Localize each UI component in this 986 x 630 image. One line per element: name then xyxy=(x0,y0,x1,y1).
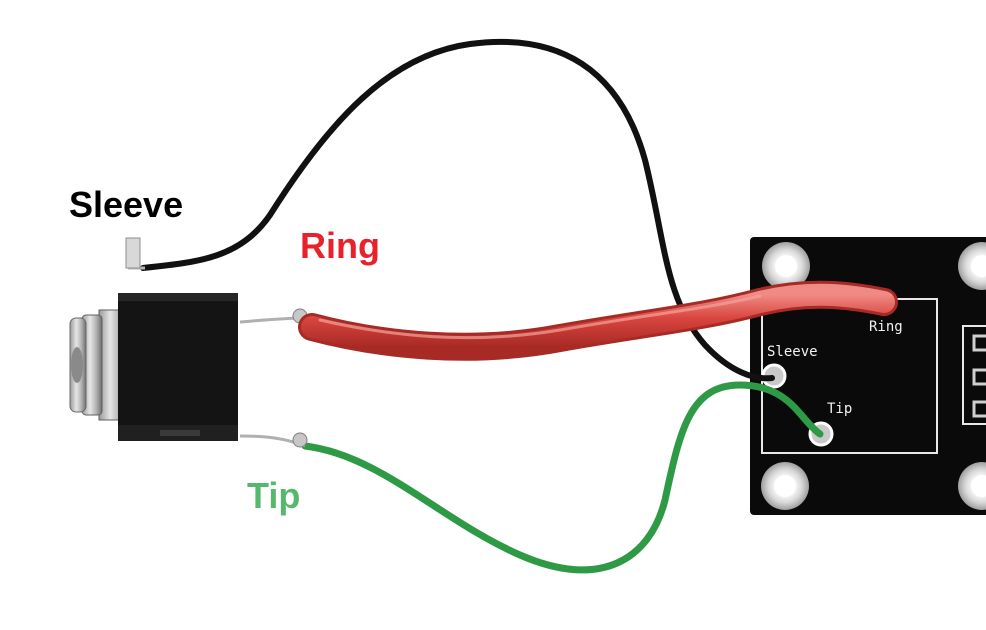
sleeve-wire xyxy=(125,38,775,382)
label-ring: Ring xyxy=(300,225,380,266)
mounting-holes xyxy=(761,242,986,510)
ring-wire xyxy=(239,280,898,361)
label-tip: Tip xyxy=(247,475,301,516)
tip-wire xyxy=(239,381,824,574)
pcb-silk-sleeve: Sleeve xyxy=(767,344,818,360)
pcb-silk-ring: Ring xyxy=(869,319,903,335)
header-pads xyxy=(972,334,986,418)
pcb-silk-tip: Tip xyxy=(827,401,852,417)
label-sleeve: Sleeve xyxy=(69,184,184,225)
audio-jack xyxy=(69,293,238,441)
pcb-board: Ring Sleeve Tip xyxy=(750,237,986,515)
